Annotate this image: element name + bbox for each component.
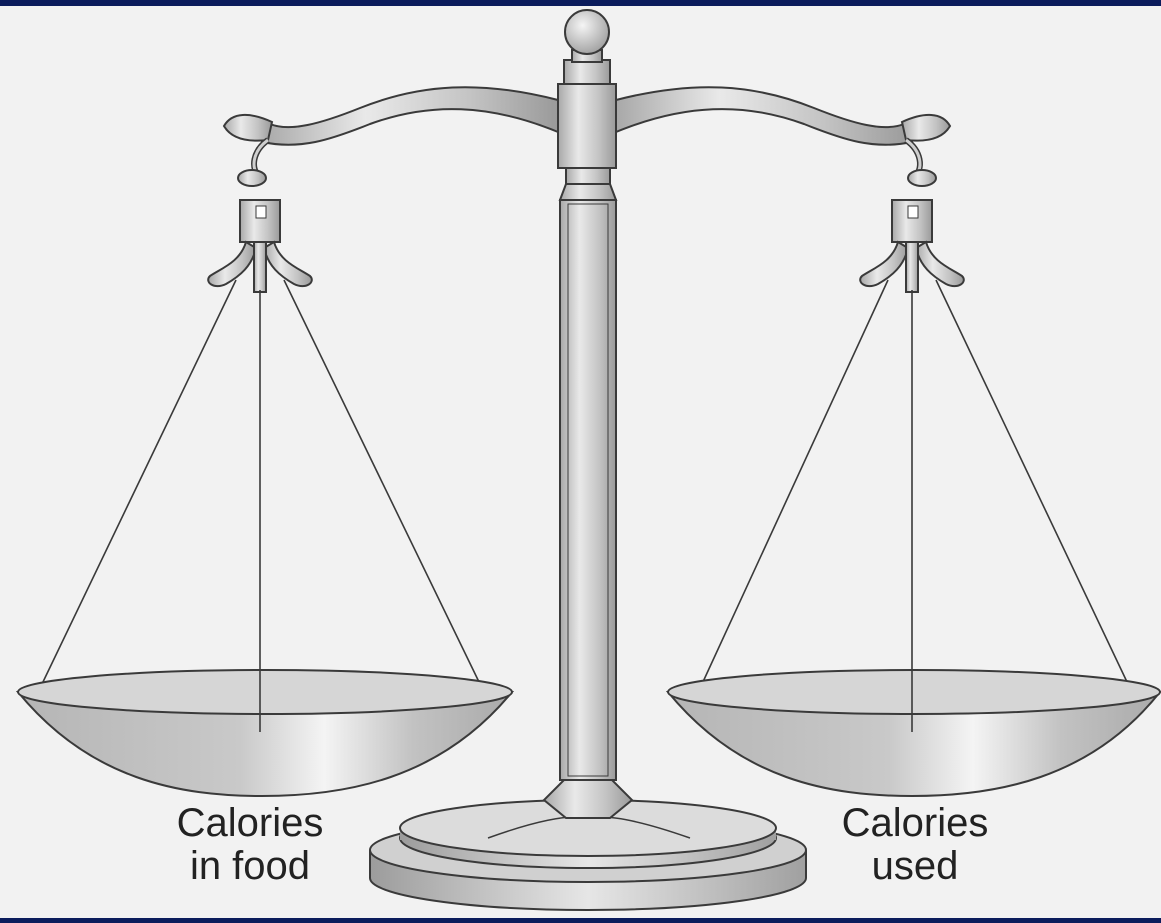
left-pan-label: Calories in food	[140, 802, 360, 888]
left-pan-label-line1: Calories	[140, 802, 360, 845]
left-hanger	[208, 170, 312, 292]
left-pan	[18, 670, 512, 796]
left-pan-label-line2: in food	[140, 845, 360, 888]
right-hanger	[860, 170, 964, 292]
right-pan-label-line2: used	[805, 845, 1025, 888]
left-pan-strings	[42, 280, 480, 732]
right-pan-strings	[702, 280, 1128, 732]
right-pan	[668, 670, 1160, 796]
right-pan-label: Calories used	[805, 802, 1025, 888]
right-pan-label-line1: Calories	[805, 802, 1025, 845]
